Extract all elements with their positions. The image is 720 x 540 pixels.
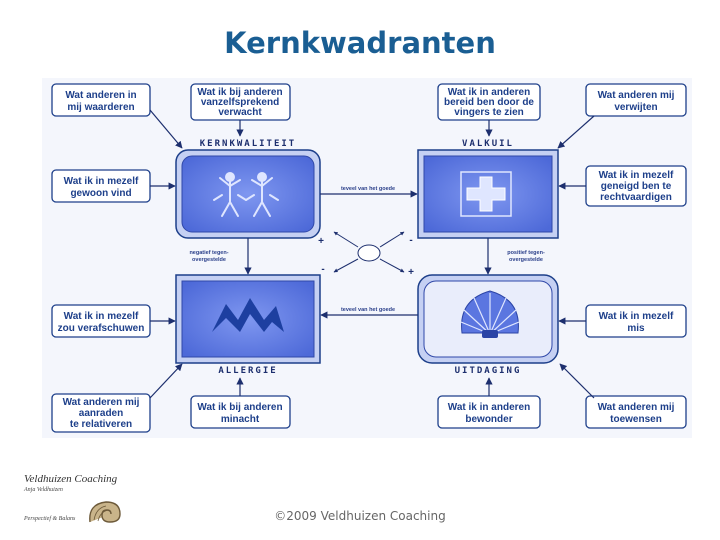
box-bl-bottom-line1: Wat ik bij anderen xyxy=(197,402,282,413)
box-bl-left-line2: zou verafschuwen xyxy=(58,323,145,334)
box-br-right-line1: Wat ik in mezelf xyxy=(599,311,674,322)
box-tl-left: Wat ik in mezelf gewoon vind xyxy=(51,169,151,203)
box-tl-outer-line2: mij waarderen xyxy=(67,102,134,113)
label-teveel-top: teveel van het goede xyxy=(341,186,395,192)
box-br-right: Wat ik in mezelf mis xyxy=(585,304,687,338)
box-tr-outer: Wat anderen mij verwijten xyxy=(585,83,687,117)
label-kernkwaliteit: KERNKWALITEIT xyxy=(200,139,296,149)
mountains-icon xyxy=(212,298,284,332)
footer-copyright: ©2009 Veldhuizen Coaching xyxy=(274,509,446,523)
arrow-bl-outer xyxy=(149,363,183,399)
box-tr-top-line2: bereid ben door de xyxy=(444,97,534,108)
box-tl-top: Wat ik bij anderen vanzelfsprekend verwa… xyxy=(190,83,291,121)
quadrant-valkuil xyxy=(417,149,559,239)
box-br-bottom: Wat ik in anderen bewonder xyxy=(437,395,541,429)
box-bl-bottom: Wat ik bij anderen minacht xyxy=(190,395,291,429)
box-br-outer: Wat anderen mij toewensen xyxy=(585,395,687,429)
box-bl-left: Wat ik in mezelf zou verafschuwen xyxy=(51,304,151,338)
box-bl-left-line1: Wat ik in mezelf xyxy=(64,311,139,322)
box-tr-top: Wat ik in anderen bereid ben door de vin… xyxy=(437,83,541,121)
box-tr-right-line2: geneigd ben te xyxy=(601,181,672,192)
logo-subname: Anja Veldhuizen xyxy=(24,487,63,493)
label-allergie: ALLERGIE xyxy=(218,366,277,376)
box-tl-left-line2: gewoon vind xyxy=(70,188,131,199)
box-tr-top-line1: Wat ik in anderen xyxy=(448,87,530,98)
box-tr-right: Wat ik in mezelf geneigd ben te rechtvaa… xyxy=(585,165,687,207)
quadrant-kernkwaliteit xyxy=(175,149,321,239)
label-negatief-2: overgestelde xyxy=(192,257,226,263)
box-tl-top-line1: Wat ik bij anderen xyxy=(197,87,282,98)
box-bl-outer-line1: Wat anderen mij xyxy=(63,397,140,408)
sign-minus-topright: - xyxy=(409,235,412,246)
figures-icon xyxy=(213,172,279,217)
box-br-right-line2: mis xyxy=(627,323,645,334)
box-bl-outer: Wat anderen mij aanraden te relativeren xyxy=(51,393,151,433)
box-tr-outer-line1: Wat anderen mij xyxy=(598,90,675,101)
label-positief-1: positief tegen- xyxy=(507,250,545,256)
quadrant-allergie xyxy=(175,274,321,364)
box-bl-outer-line3: te relativeren xyxy=(70,419,132,430)
box-tr-outer-line2: verwijten xyxy=(614,102,657,113)
quadrant-uitdaging xyxy=(417,274,559,364)
cross-icon xyxy=(460,171,512,217)
box-bl-bottom-line2: minacht xyxy=(221,414,260,425)
sign-plus-bottomright: + xyxy=(408,267,414,278)
logo-name: Veldhuizen Coaching xyxy=(24,473,118,485)
label-positief-2: overgestelde xyxy=(509,257,543,263)
label-valkuil: VALKUIL xyxy=(462,139,514,149)
box-tl-outer-line1: Wat anderen in xyxy=(65,90,136,101)
box-br-bottom-line1: Wat ik in anderen xyxy=(448,402,530,413)
box-tr-top-line3: vingers te zien xyxy=(454,107,523,118)
box-tr-right-line3: rechtvaardigen xyxy=(600,192,672,203)
arrow-tr-outer xyxy=(557,115,595,149)
sign-minus-bottomleft: - xyxy=(321,264,324,275)
box-tr-right-line1: Wat ik in mezelf xyxy=(599,170,674,181)
page-title: Kernkwadranten xyxy=(224,26,496,60)
label-negatief-1: negatief tegen- xyxy=(189,250,228,256)
label-uitdaging: UITDAGING xyxy=(455,366,522,376)
box-tl-left-line1: Wat ik in mezelf xyxy=(64,176,139,187)
box-tl-top-line2: vanzelfsprekend xyxy=(201,97,279,108)
box-br-outer-line1: Wat anderen mij xyxy=(598,402,675,413)
center-balance xyxy=(333,231,405,273)
box-tl-top-line3: verwacht xyxy=(218,107,262,118)
shell-icon xyxy=(460,290,520,338)
box-bl-outer-line2: aanraden xyxy=(79,408,123,419)
arrow-tl-outer xyxy=(149,109,183,149)
label-teveel-bottom: teveel van het goede xyxy=(341,307,395,313)
box-br-bottom-line2: bewonder xyxy=(465,414,512,425)
nautilus-shell-icon xyxy=(89,501,121,523)
box-tl-outer: Wat anderen in mij waarderen xyxy=(51,83,151,117)
veldhuizen-logo: Veldhuizen Coaching Anja Veldhuizen Pers… xyxy=(24,470,174,530)
logo-tagline: Perspectief & Balans xyxy=(24,516,76,522)
sign-plus-topleft: + xyxy=(318,236,324,247)
box-br-outer-line2: toewensen xyxy=(610,414,662,425)
arrow-br-outer xyxy=(559,363,595,399)
